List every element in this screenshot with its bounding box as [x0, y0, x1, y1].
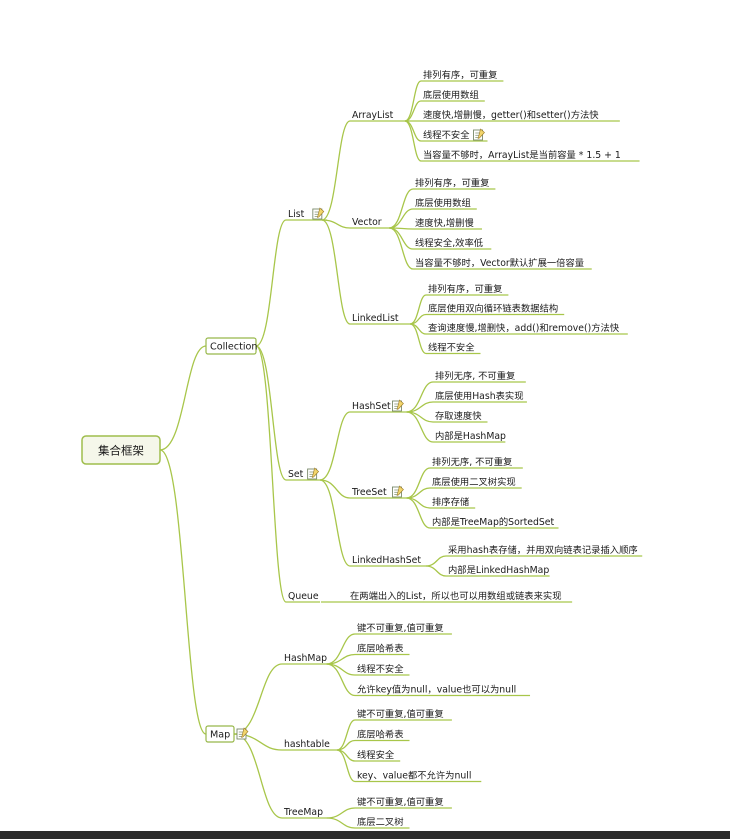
- branch-connector: [409, 323, 427, 355]
- watermark-text: CSDN @玖 萬: [637, 819, 705, 832]
- set-node: Set: [288, 469, 304, 480]
- branch-connector: [255, 345, 287, 481]
- branch-connector: [159, 449, 207, 735]
- vector-node: Vector: [352, 217, 382, 228]
- hashtable-node: hashtable: [284, 739, 330, 750]
- leaf-item: 排列无序, 不可重复: [435, 370, 515, 382]
- leaf-item: 底层使用双向循环链表数据结构: [428, 303, 558, 315]
- hashmap-node: HashMap: [284, 653, 327, 664]
- mind-map-underlines: [282, 80, 643, 829]
- leaf-item: 线程安全: [357, 749, 395, 761]
- leaf-item: 速度快,增删慢: [415, 217, 474, 229]
- branch-connector: [255, 345, 287, 603]
- branch-connector: [404, 120, 422, 162]
- leaf-item: 底层哈希表: [357, 729, 404, 741]
- map-node-note-icon: [236, 727, 249, 740]
- branch-connector: [425, 565, 447, 577]
- queue-node: Queue: [288, 591, 319, 602]
- branch-connector: [321, 120, 351, 221]
- leaf-item: 底层使用Hash表实现: [435, 390, 524, 402]
- leaf-item: 内部是LinkedHashMap: [448, 564, 549, 576]
- branch-connector: [321, 219, 351, 325]
- leaf-item: 线程不安全: [423, 129, 470, 141]
- leaf-item: 当容量不够时，ArrayList是当前容量 * 1.5 + 1: [423, 149, 621, 161]
- leaf-item: 键不可重复,值可重复: [357, 796, 444, 808]
- list-node-note-icon: [312, 207, 325, 220]
- hashset-node-note-icon: [392, 399, 404, 412]
- branch-connector: [406, 411, 434, 443]
- leaf-item: 当容量不够时，Vector默认扩展一倍容量: [415, 257, 584, 269]
- arraylist-node: ArrayList: [352, 110, 394, 121]
- leaf-item: 内部是TreeMap的SortedSet: [432, 516, 554, 528]
- branch-connector: [326, 663, 356, 676]
- leaf-item: 速度快,增删慢，getter()和setter()方法快: [423, 109, 599, 121]
- leaf-item: 线程安全,效率低: [415, 237, 483, 249]
- branch-connector: [326, 807, 356, 819]
- leaf-item: 底层使用数组: [415, 197, 471, 209]
- leaf-item: 键不可重复,值可重复: [357, 622, 444, 634]
- branch-connector: [319, 411, 351, 481]
- queue-description: 在两端出入的List，所以也可以用数组或链表来实现: [350, 590, 562, 602]
- leaf-item: 内部是HashMap: [435, 430, 506, 442]
- leaf-item: 排序存储: [432, 496, 469, 508]
- branch-connector: [336, 749, 356, 783]
- leaf-item: 排列有序，可重复: [423, 69, 497, 81]
- branch-connector: [406, 497, 431, 529]
- branch-connector: [326, 817, 356, 829]
- leaf-item: 采用hash表存储，并用双向链表记录插入顺序: [448, 544, 638, 556]
- linkedhashset-node: LinkedHashSet: [352, 555, 421, 566]
- linkedlist-node: LinkedList: [352, 313, 399, 324]
- branch-connector: [319, 479, 351, 499]
- treemap-node: TreeMap: [283, 807, 323, 818]
- leaf-item: 排列有序，可重复: [415, 177, 489, 189]
- branch-connector: [326, 663, 356, 697]
- branch-connector: [159, 345, 207, 451]
- leaf-item: 排列无序, 不可重复: [432, 456, 512, 468]
- branch-connector: [255, 219, 287, 347]
- leaf-item: 允许key值为null，value也可以为null: [357, 684, 516, 696]
- hashset-node: HashSet: [352, 401, 391, 412]
- branch-connector: [233, 663, 283, 735]
- leaf-item: 键不可重复,值可重复: [357, 708, 444, 720]
- mind-map-edges: [159, 80, 447, 829]
- leaf-item: 底层使用数组: [423, 89, 479, 101]
- branch-connector: [389, 227, 414, 270]
- leaf-item: 存取速度快: [435, 410, 482, 422]
- watermark-bar: [0, 831, 730, 839]
- branch-connector: [389, 188, 414, 229]
- leaf-item: key、value都不允许为null: [357, 770, 471, 782]
- leaf-item: 底层哈希表: [357, 643, 404, 655]
- leaf-item: 查询速度慢,增删快，add()和remove()方法快: [428, 322, 620, 334]
- leaf-item: 线程不安全: [428, 342, 475, 354]
- treeset-node: TreeSet: [351, 487, 387, 498]
- leaf-item-note-icon: [473, 128, 485, 141]
- collection-node-label: Collection: [210, 342, 257, 353]
- map-node: Map: [205, 725, 235, 743]
- root-node: 集合框架: [81, 435, 161, 465]
- branch-connector: [233, 733, 283, 819]
- branch-connector: [425, 555, 447, 567]
- leaf-item: 底层使用二叉树实现: [432, 476, 516, 488]
- leaf-item: 底层二叉树: [357, 816, 404, 828]
- list-node: List: [288, 209, 305, 220]
- leaf-item: 线程不安全: [357, 663, 404, 675]
- treeset-node-note-icon: [392, 485, 404, 498]
- branch-connector: [319, 479, 351, 567]
- leaf-item: 排列有序，可重复: [428, 283, 502, 295]
- map-node-label: Map: [210, 730, 230, 741]
- root-label: 集合框架: [98, 444, 144, 458]
- branch-connector: [404, 80, 422, 122]
- set-node-note-icon: [307, 467, 320, 480]
- collection-node: Collection: [205, 337, 257, 355]
